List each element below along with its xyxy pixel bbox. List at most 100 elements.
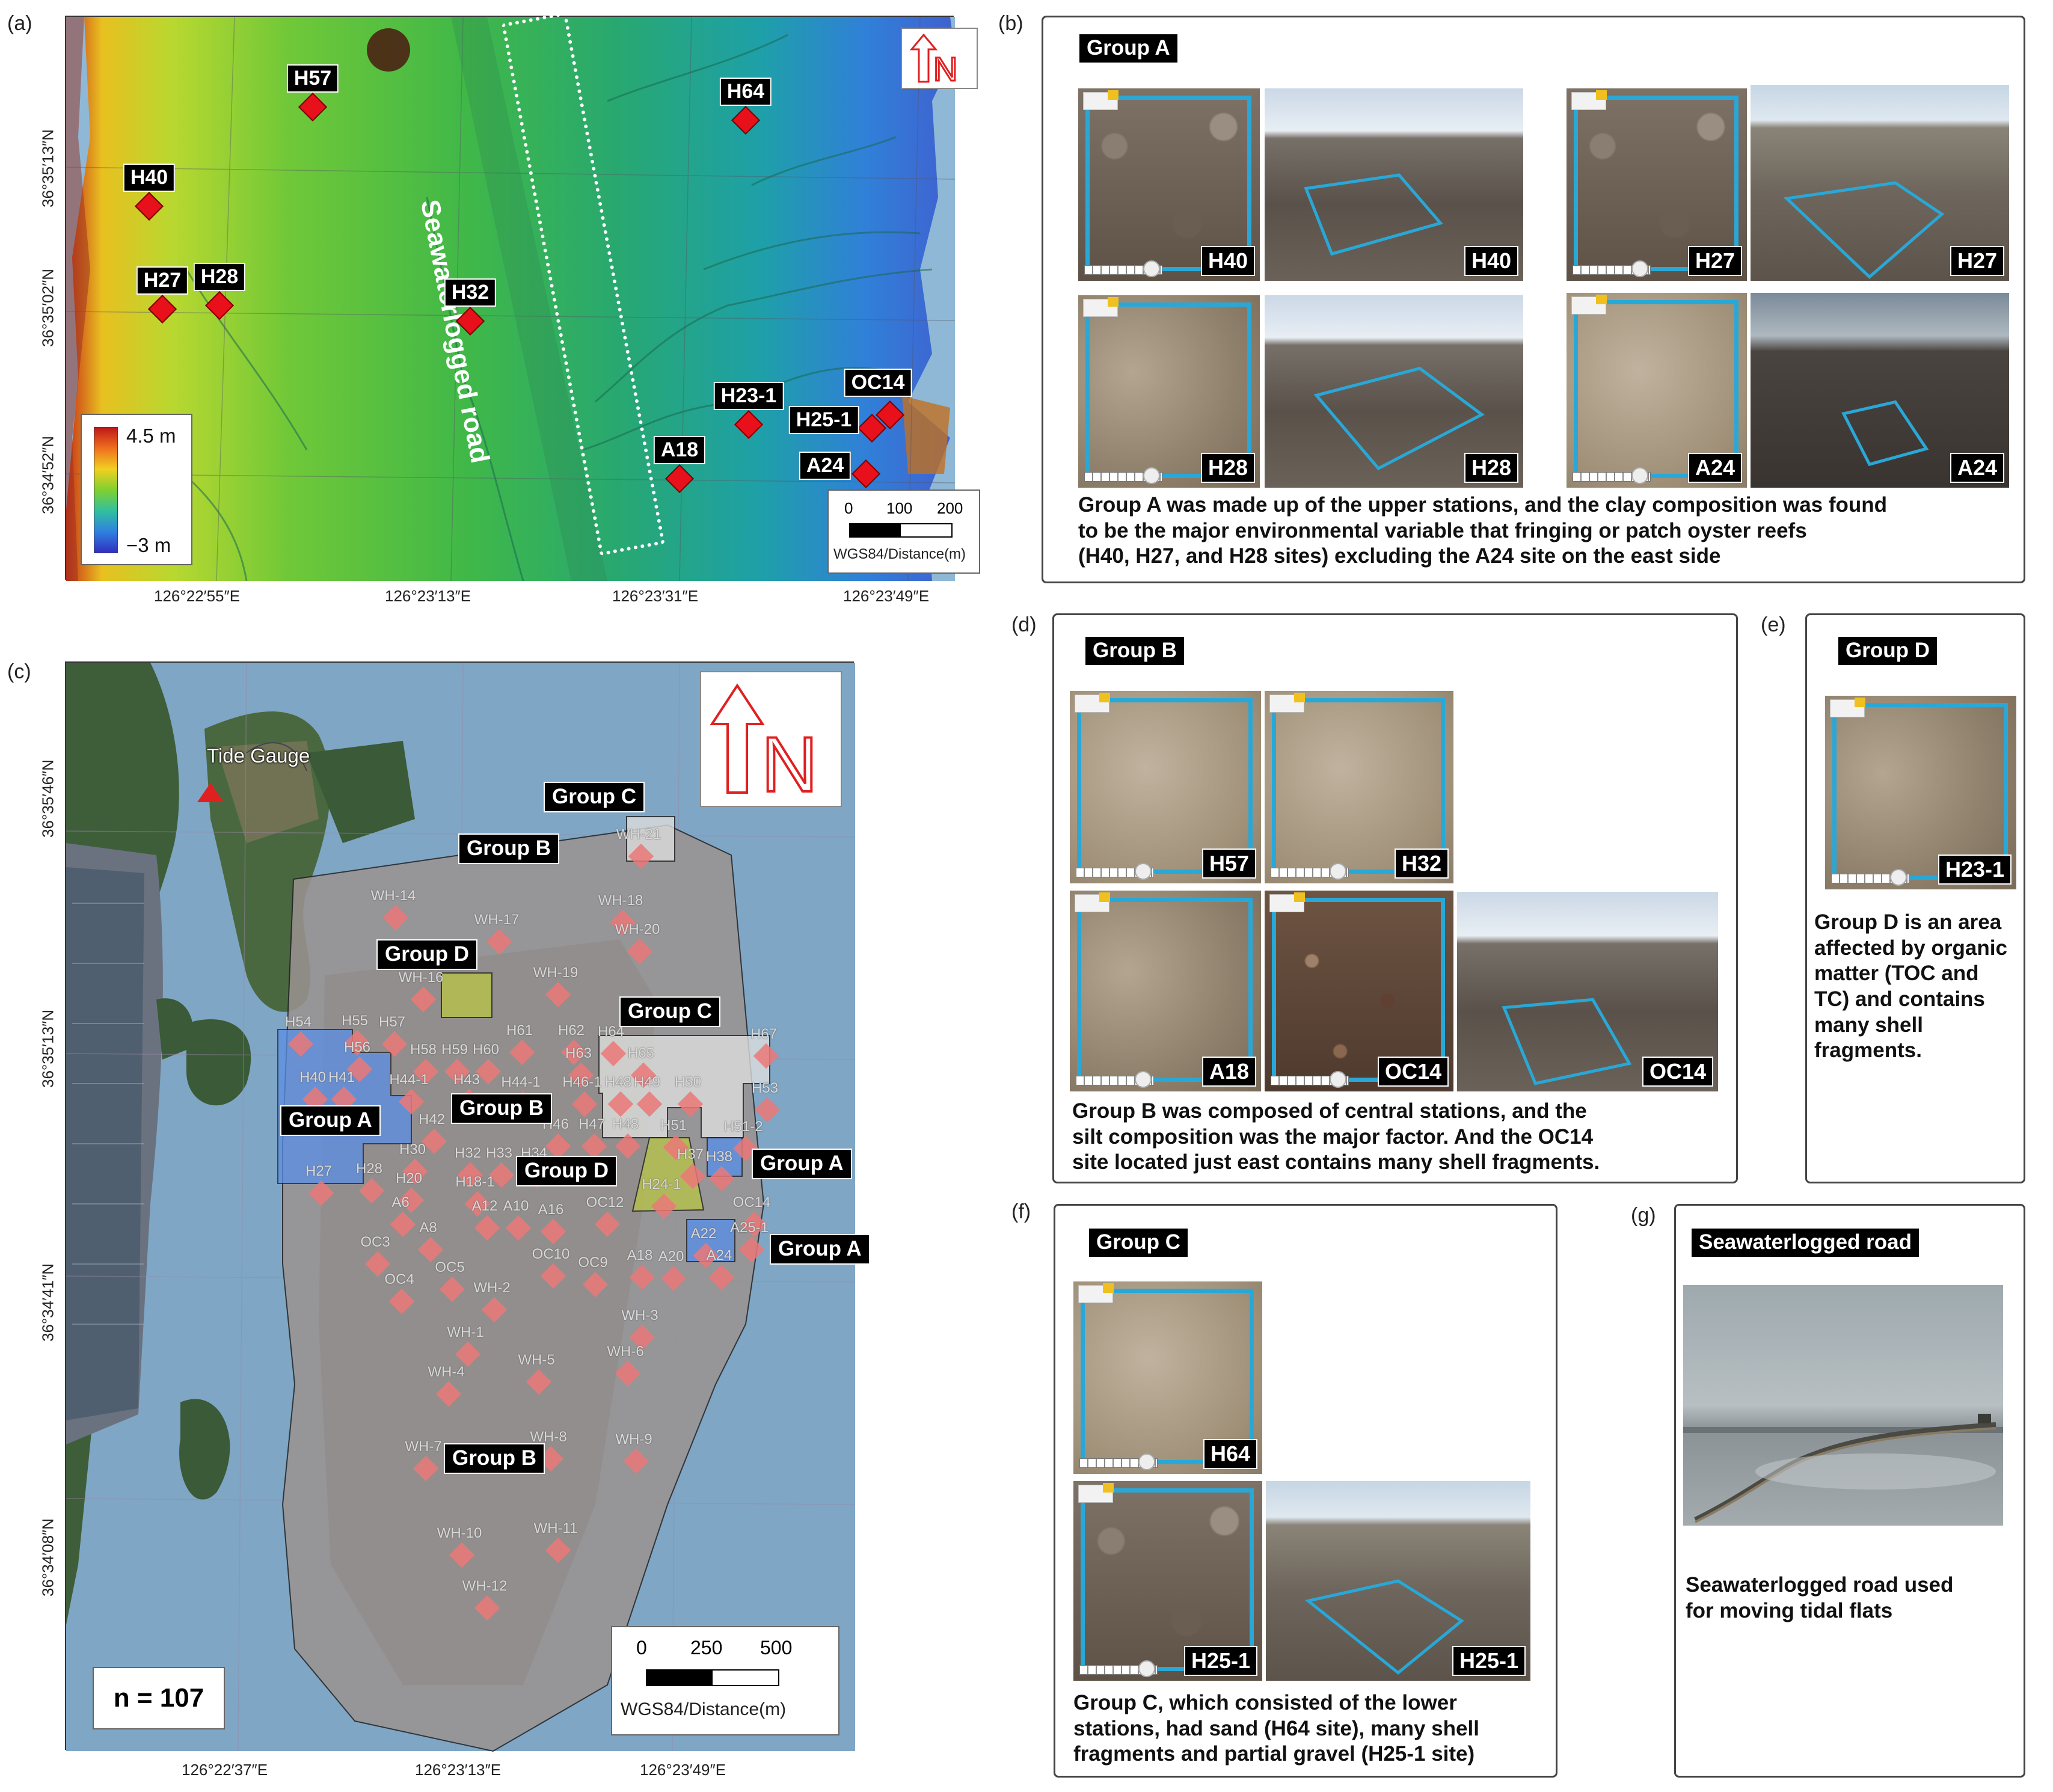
quadrat-marker [1330,1071,1346,1088]
panel-label-d: (d) [1011,613,1037,636]
station-label-c: OC14 [732,1194,771,1211]
station-label-c: A25-1 [729,1220,769,1236]
sample-count: n = 107 [93,1667,225,1729]
station-label-c: H27 [305,1163,333,1179]
measuring-tape [1079,1458,1158,1468]
panel-e-title: Group D [1838,637,1937,665]
north-arrow-icon: N [909,33,959,89]
y-tick-a-2: 36°34′52″N [38,435,57,515]
panel-f-title: Group C [1089,1229,1188,1257]
y-tick-a-1: 36°35′02″N [38,268,57,348]
north-letter-a: N [933,50,957,88]
site-photo: A24 [1567,293,1747,488]
site-photo-tag: H23-1 [1938,855,2012,885]
panel-d-text: Group B was composed of central stations… [1072,1099,1600,1176]
site-photo-tag: A18 [1201,1057,1256,1087]
station-label-c: A24 [706,1247,732,1263]
quadrat-perspective [1304,1579,1464,1675]
station-label-c: H28 [355,1161,383,1177]
quadrat-marker [1135,863,1152,880]
group-label-c: Group D [376,939,477,970]
site-photo: H23-1 [1825,696,2016,889]
north-arrow-c-icon: N [710,683,819,809]
measuring-tape [1079,1665,1158,1675]
station-label-c: WH-18 [598,892,643,909]
site-photo: OC14 [1457,892,1718,1091]
site-photo: H25-1 [1073,1481,1262,1681]
site-photo-tag: A24 [1950,453,2004,483]
scalebar-c-unit: WGS84/Distance(m) [621,1699,787,1719]
x-tick-c-2: 126°23′49″E [640,1761,726,1779]
station-label-c: WH-6 [607,1343,644,1360]
station-label-a: H64 [719,78,772,106]
station-label-c: WH-21 [616,826,661,842]
y-tick-c-0: 36°35′46″N [38,759,57,838]
x-tick-a-1: 126°23′13″E [385,587,471,605]
station-label-c: WH-4 [428,1364,465,1380]
station-label-c: H57 [378,1014,406,1030]
road-photo-svg [1683,1414,2003,1523]
quadrat-marker [1890,869,1907,886]
site-photo-tag: H28 [1464,453,1518,483]
station-label-c: A18 [627,1247,653,1263]
station-label-c: H48 [604,1074,632,1090]
station-label-c: WH-9 [615,1431,652,1447]
group-label-c: Group D [516,1156,617,1186]
station-label-c: WH-20 [615,921,660,937]
quadrat-marker [1631,260,1648,277]
panel-label-f: (f) [1011,1200,1031,1223]
measuring-tape [1831,874,1909,883]
station-label-c: WH-5 [518,1352,555,1368]
site-photo: H27 [1751,85,2009,281]
scalebar-a-tick2: 200 [937,499,963,517]
station-label-c: H48 [612,1116,639,1132]
tide-gauge-label: Tide Gauge [207,744,310,767]
label-card [1269,892,1305,912]
station-label-c: WH-12 [462,1578,508,1594]
scalebar-a-unit: WGS84/Distance(m) [833,546,966,562]
north-arrow-a: N [901,28,978,89]
road-photo [1683,1285,2003,1526]
scalebar-c-tick1: 250 [690,1637,723,1659]
station-label-c: A6 [391,1194,410,1211]
site-photo-tag: H40 [1464,246,1518,276]
label-card [1075,693,1110,713]
label-card [1078,1483,1114,1503]
panel-e-text: Group D is an area affected by organic m… [1814,910,2007,1064]
station-label-c: H60 [472,1042,500,1058]
y-tick-c-2: 36°34′41″N [38,1263,57,1342]
station-label-c: H51 [660,1117,687,1134]
panel-f-text: Group C, which consisted of the lower st… [1073,1690,1479,1767]
scalebar-c-tick0: 0 [636,1637,647,1659]
panel-g-title: Seawaterlogged road [1692,1229,1919,1257]
site-photo: A24 [1751,293,2009,488]
station-label-c: H62 [557,1022,585,1039]
measuring-tape [1076,868,1154,877]
panel-f-text-line3: fragments and partial gravel (H25-1 site… [1073,1742,1475,1766]
station-label-c: H33 [485,1145,513,1161]
quadrat-frame [1574,300,1738,478]
site-photo: H57 [1070,691,1261,883]
measuring-tape [1076,1076,1154,1085]
station-label-c: WH-1 [447,1324,484,1340]
panel-g: Seawaterlogged road Seawaterlogged road … [1674,1204,2025,1778]
quadrat-frame [1085,302,1251,478]
quadrat-frame [1832,703,2008,880]
panel-g-text-line2: for moving tidal flats [1686,1598,1893,1622]
group-label-c: Group C [544,782,645,812]
label-card [1083,297,1119,317]
quadrat-marker [1631,467,1648,484]
station-label-c: H43 [453,1072,480,1088]
y-tick-c-1: 36°35′13″N [38,1009,57,1088]
station-label-c: A16 [538,1201,564,1218]
station-label-a: A18 [653,436,706,464]
group-label-c: Group B [451,1093,552,1124]
site-photo: H40 [1265,88,1523,281]
station-label-c: H49 [633,1074,661,1090]
station-label-c: OC5 [435,1259,465,1275]
dem-map: Seawaterlogged road N 4.5 m −3 m 0 100 2… [65,11,980,581]
station-label-a: H25-1 [788,406,859,434]
